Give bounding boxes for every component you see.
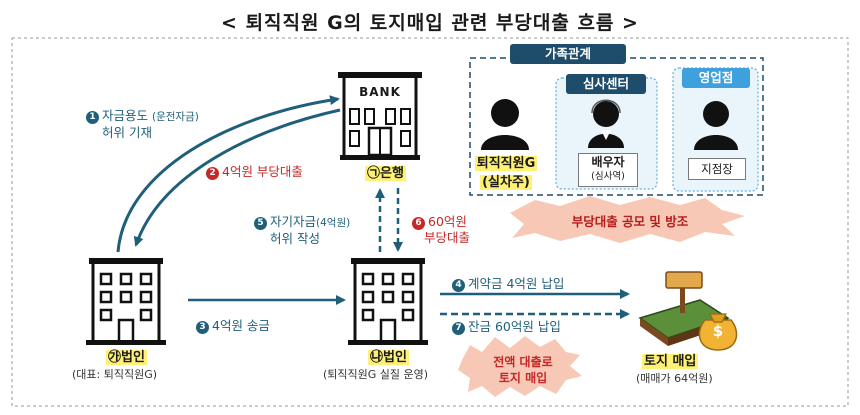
branch-manager-card: 지점장 xyxy=(688,158,746,180)
spouse-role: (심사역) xyxy=(591,171,625,182)
corp-a-desc: (대표: 퇴직직원G) xyxy=(72,368,158,381)
office-building-icon xyxy=(348,258,428,345)
corp-b-name: ㉯법인 xyxy=(368,350,409,365)
outer-frame xyxy=(11,37,849,407)
arrow-step1 xyxy=(116,95,340,253)
land-dollar-bag-icon xyxy=(638,271,738,351)
person-headset-icon xyxy=(588,99,624,148)
person-silhouette-icon xyxy=(694,101,738,150)
page-title: < 퇴직직원 G의 토지매입 관련 부당대출 흐름 > xyxy=(221,12,639,34)
family-relation-box xyxy=(469,57,764,196)
spouse-card: 배우자 (심사역) xyxy=(578,153,638,187)
dollar-sign: $ xyxy=(712,322,724,340)
land-name: 토지 매입 xyxy=(642,354,699,369)
bank-sign: BANK xyxy=(359,85,401,99)
review-center-label: 심사센터 xyxy=(566,74,646,94)
bank-name: ㉠은행 xyxy=(365,166,406,181)
office-building-icon xyxy=(86,258,166,345)
corp-a-name: ㉮법인 xyxy=(106,350,147,365)
conspiracy-note: 부당대출 공모 및 방조 xyxy=(571,214,689,229)
branch-label: 영업점 xyxy=(682,68,750,88)
family-relation-label: 가족관계 xyxy=(510,44,626,64)
conspiracy-burst-shape xyxy=(510,196,745,243)
corp-b-desc: (퇴직직원G 실질 운영) xyxy=(323,368,429,381)
arrow-step2 xyxy=(133,108,341,247)
bank-building-icon xyxy=(338,72,422,160)
person-silhouette-icon xyxy=(481,99,529,150)
retired-employee-g-label: 퇴직직원G(실차주) xyxy=(474,156,538,190)
spouse-name: 배우자 xyxy=(591,155,625,169)
land-desc: (매매가 64억원) xyxy=(636,372,713,385)
full-loan-burst-shape xyxy=(458,336,582,397)
